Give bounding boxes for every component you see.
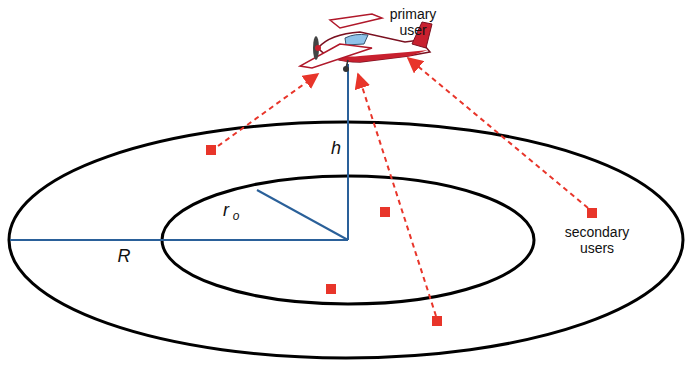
dashed-link <box>408 58 588 208</box>
dimension-label: R <box>118 246 131 267</box>
inner-radius-line <box>257 190 348 240</box>
dashed-link <box>358 74 436 316</box>
links <box>218 58 588 316</box>
dimension-label: h <box>331 138 341 159</box>
user-squares <box>206 145 597 326</box>
outer-ring <box>9 122 683 358</box>
group-label: secondary users <box>555 224 639 256</box>
user-square <box>326 284 336 294</box>
user-square <box>587 208 597 218</box>
radius-line <box>10 239 348 241</box>
subscript-label: o <box>233 210 240 224</box>
device-label: primary user <box>382 6 444 38</box>
user-square <box>206 145 216 155</box>
user-square <box>380 207 390 217</box>
dimension-label: r <box>223 200 229 221</box>
height-line <box>347 64 349 240</box>
dashed-link <box>218 74 318 146</box>
user-square <box>432 316 442 326</box>
